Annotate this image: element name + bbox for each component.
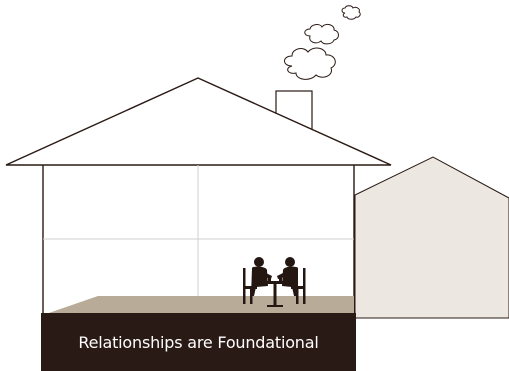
cloud-icon — [341, 5, 361, 20]
cloud-icon — [304, 23, 339, 45]
smoke-clouds — [284, 5, 361, 80]
cloud-icon — [284, 47, 336, 80]
caption-text: Relationships are Foundational — [78, 332, 319, 352]
room-grid — [43, 165, 354, 296]
roof — [5, 77, 392, 166]
side-building — [354, 156, 509, 319]
caption-bar: Relationships are Foundational — [41, 313, 356, 371]
couple-at-table-silhouette — [243, 257, 306, 307]
